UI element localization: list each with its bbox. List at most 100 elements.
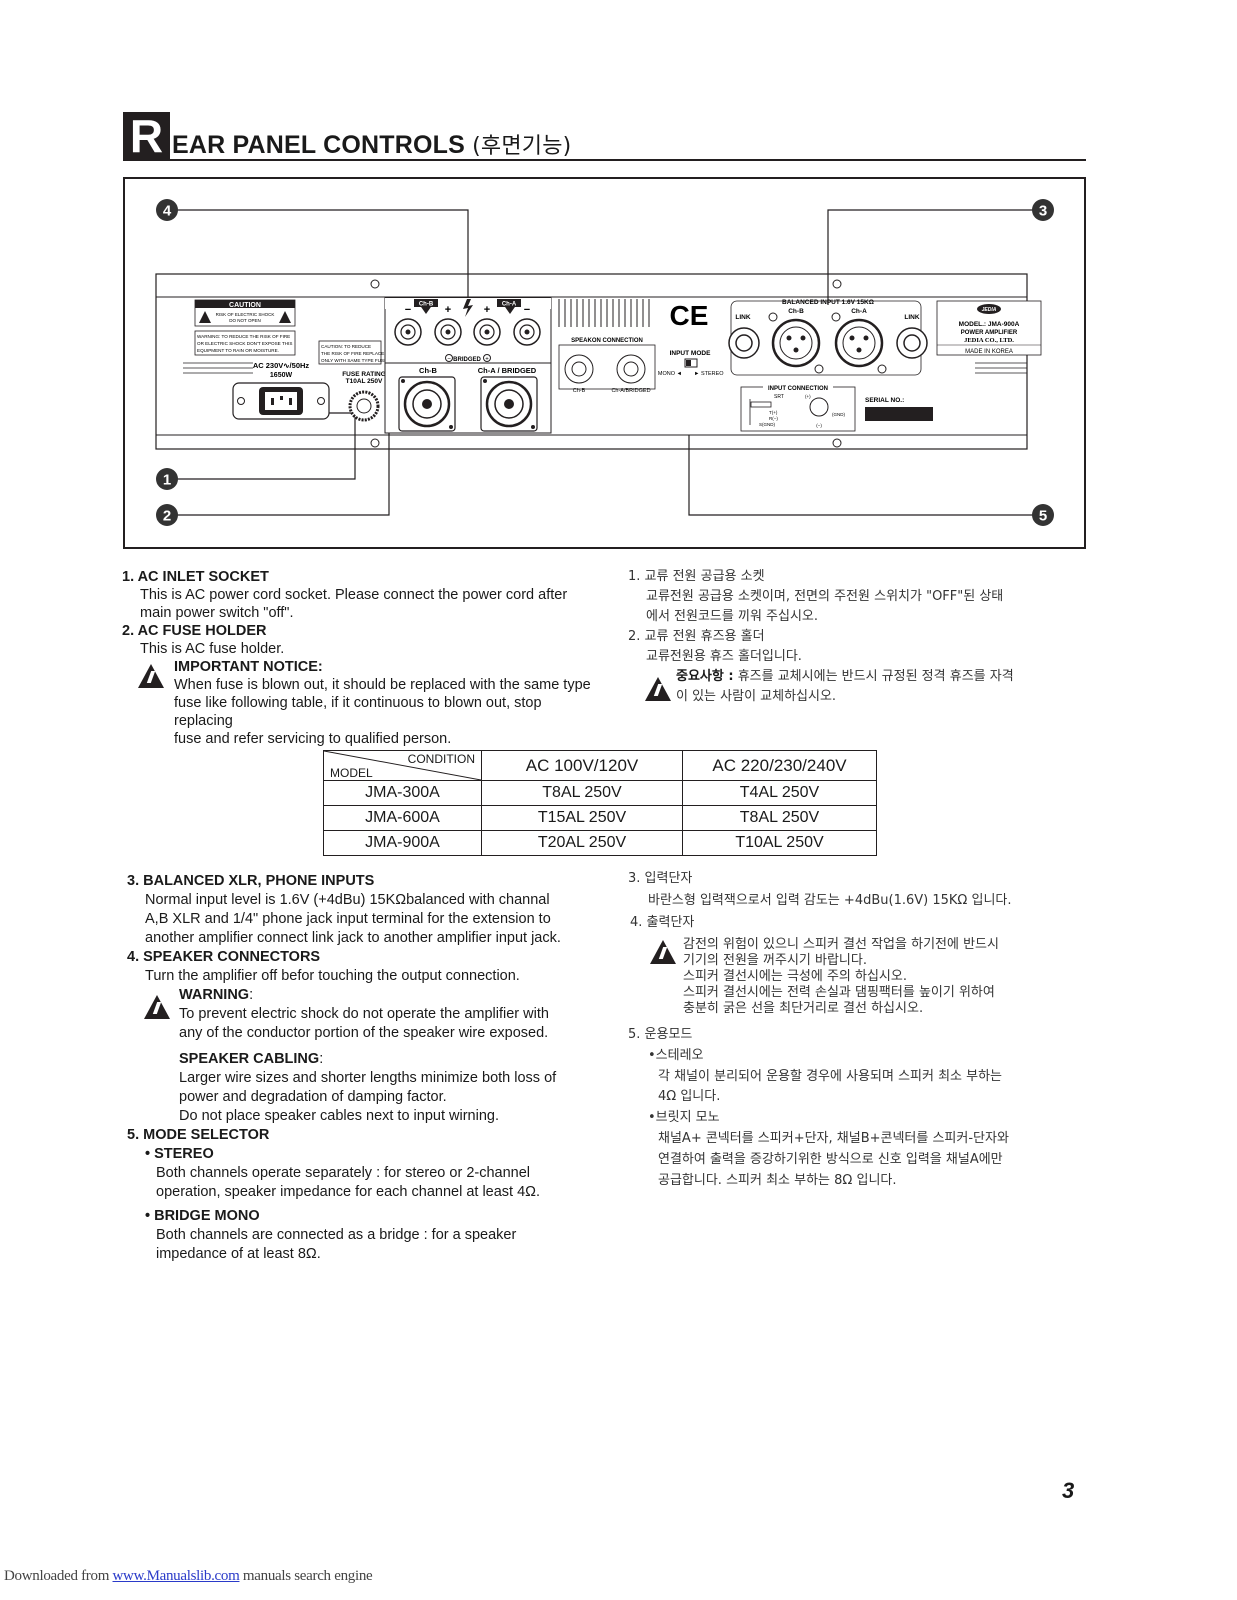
svg-text:1650W: 1650W [270,372,293,379]
svg-text:MODEL.: JMA-900A: MODEL.: JMA-900A [959,321,1020,328]
notice-heading: 중요사항 : [676,669,734,684]
section-heading: 5. 운용모드 [628,1027,693,1042]
svg-text:3: 3 [1039,203,1047,220]
caution-label: CAUTION RISK OF ELECTRIC SHOCK DO NOT OP… [194,299,296,327]
svg-text:Ch-A: Ch-A [851,308,867,315]
xlr-connector [831,312,887,374]
model-plate: JEDIA MODEL.: JMA-900A POWER AMPLIFIER J… [936,300,1042,356]
svg-text:MONO ◄: MONO ◄ [658,371,682,377]
svg-text:Ch-A: Ch-A [502,302,517,308]
svg-text:1: 1 [163,472,171,489]
speakon-connection-diagram: SPEAKON CONNECTION Ch-B Ch-A/BRIDGED [558,338,656,394]
section-heading: 1. 교류 전원 공급용 소켓 [628,569,765,584]
svg-text:SRT: SRT [774,394,784,400]
hazard-warning-icon [138,664,164,688]
text-line: another amplifier connect link jack to a… [145,930,561,946]
warning-heading: WARNING [179,987,250,1003]
svg-text:LINK: LINK [904,314,919,321]
left-bottom-text: 3. BALANCED XLR, PHONE INPUTS Normal inp… [127,872,612,1264]
svg-text:R(−): R(−) [769,416,778,421]
hazard-icon [279,311,291,323]
svg-text:BRIDGED: BRIDGED [453,357,481,363]
table-row: JMA-600A T15AL 250V T8AL 250V [323,805,877,831]
table-cell: T8AL 250V [682,805,877,831]
table-cell: T4AL 250V [682,780,877,806]
manualslib-link[interactable]: www.Manualslib.com [112,1568,240,1584]
sub-heading: • BRIDGE MONO [145,1208,260,1224]
callout-5: 5 [1032,504,1054,526]
svg-text:WARNING: TO REDUCE THE RISK OF: WARNING: TO REDUCE THE RISK OF FIRE [197,334,290,339]
svg-text:POWER AMPLIFIER: POWER AMPLIFIER [961,330,1018,336]
svg-text:EQUIPMENT TO RAIN OR MOISTURE.: EQUIPMENT TO RAIN OR MOISTURE. [197,348,279,353]
text-line: 연결하여 출력을 증강하기위한 방식으로 신호 입력을 채널A에만 [658,1152,1003,1167]
speaker-output-section: Ch-B Ch-A − + + − − BRIDGED + Ch-B Ch-A … [384,297,552,434]
text-line: operation, speaker impedance for each ch… [156,1184,541,1200]
section-heading: 4. 출력단자 [630,915,695,930]
table-cell: JMA-300A [323,780,482,806]
svg-text:Ch-B: Ch-B [419,302,434,308]
svg-text:SERIAL NO.:: SERIAL NO.: [865,397,904,404]
brand-logo: JEDIA [982,307,997,313]
callout-2: 2 [156,504,178,526]
svg-text:T10AL 250V: T10AL 250V [346,378,383,385]
text-line: 공급합니다. 스피커 최소 부하는 8Ω 입니다. [658,1173,897,1188]
text-line: 휴즈를 교체시에는 반드시 규정된 정격 휴즈를 자격 [733,669,1014,684]
table-cell: JMA-600A [323,805,482,831]
svg-text:MADE IN KOREA: MADE IN KOREA [965,349,1013,355]
text-line: Both channels operate separately : for s… [156,1165,531,1181]
text-line: 스피커 결선시에는 전력 손실과 댐핑팩터를 높이기 위하여 [683,985,995,1000]
svg-text:ONLY WITH SAME TYPE FUSE.: ONLY WITH SAME TYPE FUSE. [321,358,388,363]
table-cell: T10AL 250V [682,830,877,856]
svg-text:INPUT CONNECTION: INPUT CONNECTION [768,386,828,392]
column-header: AC 220/230/240V [682,750,877,781]
text-line: 감전의 위험이 있으니 스피커 결선 작업을 하기전에 반드시 [683,937,999,952]
text-line: Normal input level is 1.6V (+4dBu) 15KΩb… [145,892,550,908]
svg-text:DO NOT OPEN: DO NOT OPEN [229,318,260,323]
svg-text:−: − [447,357,451,363]
header-condition: CONDITION [407,752,475,766]
section-heading: 5. MODE SELECTOR [127,1127,270,1143]
lightning-icon [463,299,473,317]
table-cell: T20AL 250V [481,830,683,856]
text-line: 각 채널이 분리되어 운용할 경우에 사용되며 스피커 최소 부하는 [658,1069,1003,1084]
svg-text:−: − [524,304,530,316]
text-line: main power switch "off". [140,605,294,621]
notice-heading: IMPORTANT NOTICE: [174,659,323,675]
sub-heading: •스테레오 [648,1048,704,1063]
svg-text:+: + [484,304,490,316]
callout-4: 4 [156,199,178,221]
warning-label: WARNING: TO REDUCE THE RISK OF FIRE OR E… [194,330,296,356]
text-line: 충분히 굵은 선을 최단거리로 결선 하십시오. [683,1001,924,1016]
svg-text:CAUTION: CAUTION [229,302,261,309]
svg-text:(−): (−) [816,423,822,428]
svg-text:T(+): T(+) [769,410,778,415]
svg-text:S(GND): S(GND) [759,422,775,427]
text-line: 바란스형 입력잭으로서 입력 감도는 +4dBu(1.6V) 15KΩ 입니다. [648,893,1012,908]
text-line: Both channels are connected as a bridge … [156,1227,517,1243]
hazard-warning-icon [645,677,671,701]
section-heading: 2. AC FUSE HOLDER [122,623,267,639]
svg-text:5: 5 [1039,508,1047,525]
svg-text:CAUTION: TO REDUCE: CAUTION: TO REDUCE [321,344,371,349]
footer-suffix: manuals search engine [239,1568,373,1584]
table-cell: JMA-900A [323,830,482,856]
text-line: This is AC power cord socket. Please con… [140,587,568,603]
svg-text:JEDIA CO., LTD.: JEDIA CO., LTD. [964,337,1014,344]
section-heading: 3. 입력단자 [628,871,693,886]
speakon-connector [480,376,538,432]
svg-text:Ch-B: Ch-B [788,308,804,315]
svg-text:+: + [445,304,451,316]
svg-text:Ch-A/BRIDGED: Ch-A/BRIDGED [611,388,650,394]
hazard-warning-icon [144,995,170,1019]
svg-text:INPUT MODE: INPUT MODE [670,350,711,357]
table-header-corner: CONDITION MODEL [323,750,482,781]
rear-panel-diagram: 4 3 1 2 5 CAUTION RISK OF ELECTRIC SHOCK… [123,177,1086,549]
svg-text:AC 230V∿/50Hz: AC 230V∿/50Hz [253,361,310,370]
ce-mark: CE [670,300,709,331]
serial-number-plate [865,407,933,421]
svg-text:2: 2 [163,508,171,525]
svg-text:BALANCED INPUT 1.6V 15KΩ: BALANCED INPUT 1.6V 15KΩ [782,299,874,306]
text-line: Larger wire sizes and shorter lengths mi… [179,1070,557,1086]
text-line: A,B XLR and 1/4" phone jack input termin… [145,911,551,927]
left-top-text: 1. AC INLET SOCKET This is AC power cord… [122,568,602,748]
